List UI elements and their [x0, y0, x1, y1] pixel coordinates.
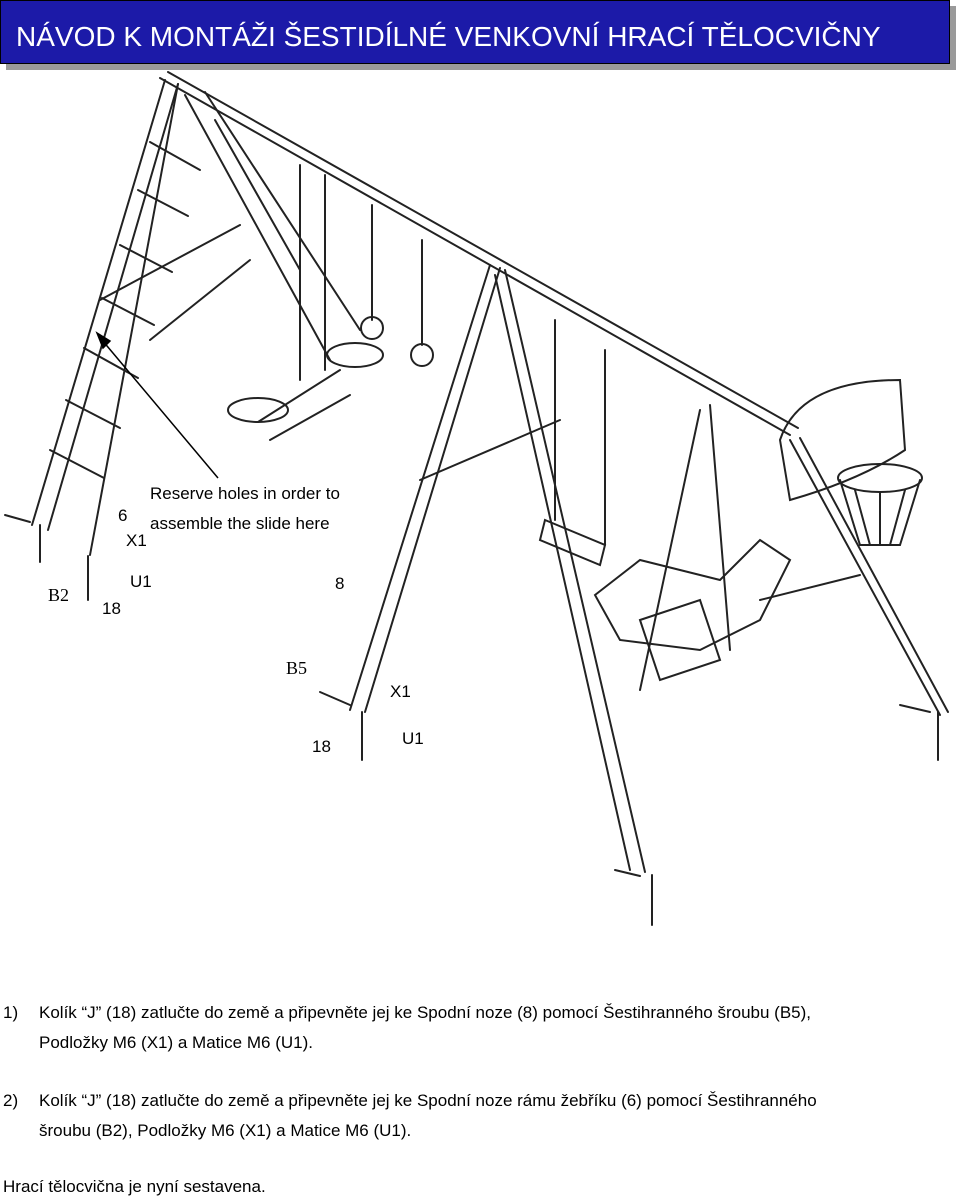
step-1-line1: Kolík “J” (18) zatlučte do země a připev… [39, 1003, 812, 1022]
assembly-illustration: Reserve holes in order to assemble the s… [4, 71, 949, 926]
step-1-line2: Podložky M6 (X1) a Matice M6 (U1). [39, 1033, 313, 1052]
step-2-line1: Kolík “J” (18) zatlučte do země a připev… [39, 1091, 817, 1110]
label-part6: 6 [118, 506, 127, 525]
step-2-number: 2) [3, 1091, 19, 1110]
title-bar: NÁVOD K MONTÁŽI ŠESTIDÍLNÉ VENKOVNÍ HRAC… [0, 0, 950, 64]
label-part18-left: 18 [102, 599, 121, 618]
label-b2: B2 [48, 585, 69, 605]
label-part8: 8 [335, 574, 344, 593]
label-x1-left: X1 [126, 531, 147, 550]
label-u1-mid: U1 [402, 729, 424, 748]
step-2-line2: šroubu (B2), Podložky M6 (X1) a Matice M… [39, 1121, 412, 1140]
callout-line1: Reserve holes in order to [150, 484, 340, 503]
label-part18-mid: 18 [312, 737, 331, 756]
label-x1-mid: X1 [390, 682, 411, 701]
callout-line2: assemble the slide here [150, 514, 330, 533]
conclusion-text: Hrací tělocvična je nyní sestavena. [3, 1177, 266, 1196]
page-title: NÁVOD K MONTÁŽI ŠESTIDÍLNÉ VENKOVNÍ HRAC… [16, 21, 881, 52]
step-1-number: 1) [3, 1003, 19, 1022]
label-b5: B5 [286, 658, 307, 678]
label-u1-left: U1 [130, 572, 152, 591]
